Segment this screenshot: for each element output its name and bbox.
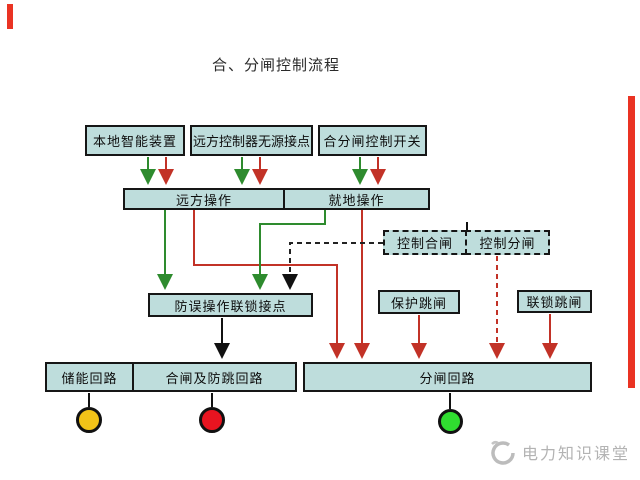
node-label: 合分闸控制开关 xyxy=(323,134,422,149)
node-local-operation: 就地操作 xyxy=(283,188,430,210)
connector-remote-op-to-opening-red xyxy=(193,210,345,359)
node-interlock-trip: 联锁跳闸 xyxy=(517,290,592,313)
connector-local-op-to-interlock-green xyxy=(252,210,326,290)
node-label: 本地智能装置 xyxy=(92,134,177,149)
red-edge-marker-right xyxy=(628,96,635,388)
node-label: 就地操作 xyxy=(328,192,385,208)
indicator-lamp-red xyxy=(199,407,225,433)
node-label: 远方控制器无源接点 xyxy=(192,134,310,149)
red-edge-marker-top-left xyxy=(7,4,13,29)
node-control-close: 控制合闸 xyxy=(383,230,467,255)
node-local-intelligent-device: 本地智能装置 xyxy=(85,125,185,156)
connector-control-close-to-interlock-dashed xyxy=(282,242,383,290)
indicator-lamp-green xyxy=(438,409,463,434)
node-closing-anti-pumping-circuit: 合闸及防跳回路 xyxy=(132,362,297,392)
node-control-open: 控制分闸 xyxy=(465,230,550,255)
node-anti-misoperation-interlock: 防误操作联锁接点 xyxy=(148,293,313,317)
node-protection-trip: 保护跳闸 xyxy=(378,290,460,314)
watermark-text: 电力知识课堂 xyxy=(522,446,631,463)
indicator-lamp-yellow xyxy=(76,407,102,433)
node-label: 联锁跳闸 xyxy=(526,295,583,310)
node-remote-controller-contact: 远方控制器无源接点 xyxy=(190,125,313,156)
node-remote-operation: 远方操作 xyxy=(123,188,285,210)
node-label: 保护跳闸 xyxy=(390,295,447,311)
node-label: 控制合闸 xyxy=(396,236,453,251)
page-title: 合、分闸控制流程 xyxy=(211,57,340,74)
node-label: 防误操作联锁接点 xyxy=(174,298,287,314)
node-label: 控制分闸 xyxy=(479,236,536,251)
node-label: 合闸及防跳回路 xyxy=(165,370,264,386)
node-opening-circuit: 分闸回路 xyxy=(303,362,592,392)
watermark-logo-icon xyxy=(491,440,515,465)
node-label: 储能回路 xyxy=(61,370,118,386)
node-close-open-control-switch: 合分闸控制开关 xyxy=(318,125,427,156)
node-energy-storage-circuit: 储能回路 xyxy=(45,362,134,392)
node-label: 远方操作 xyxy=(175,192,232,208)
watermark: 电力知识课堂 xyxy=(488,438,630,466)
node-label: 分闸回路 xyxy=(419,370,476,386)
